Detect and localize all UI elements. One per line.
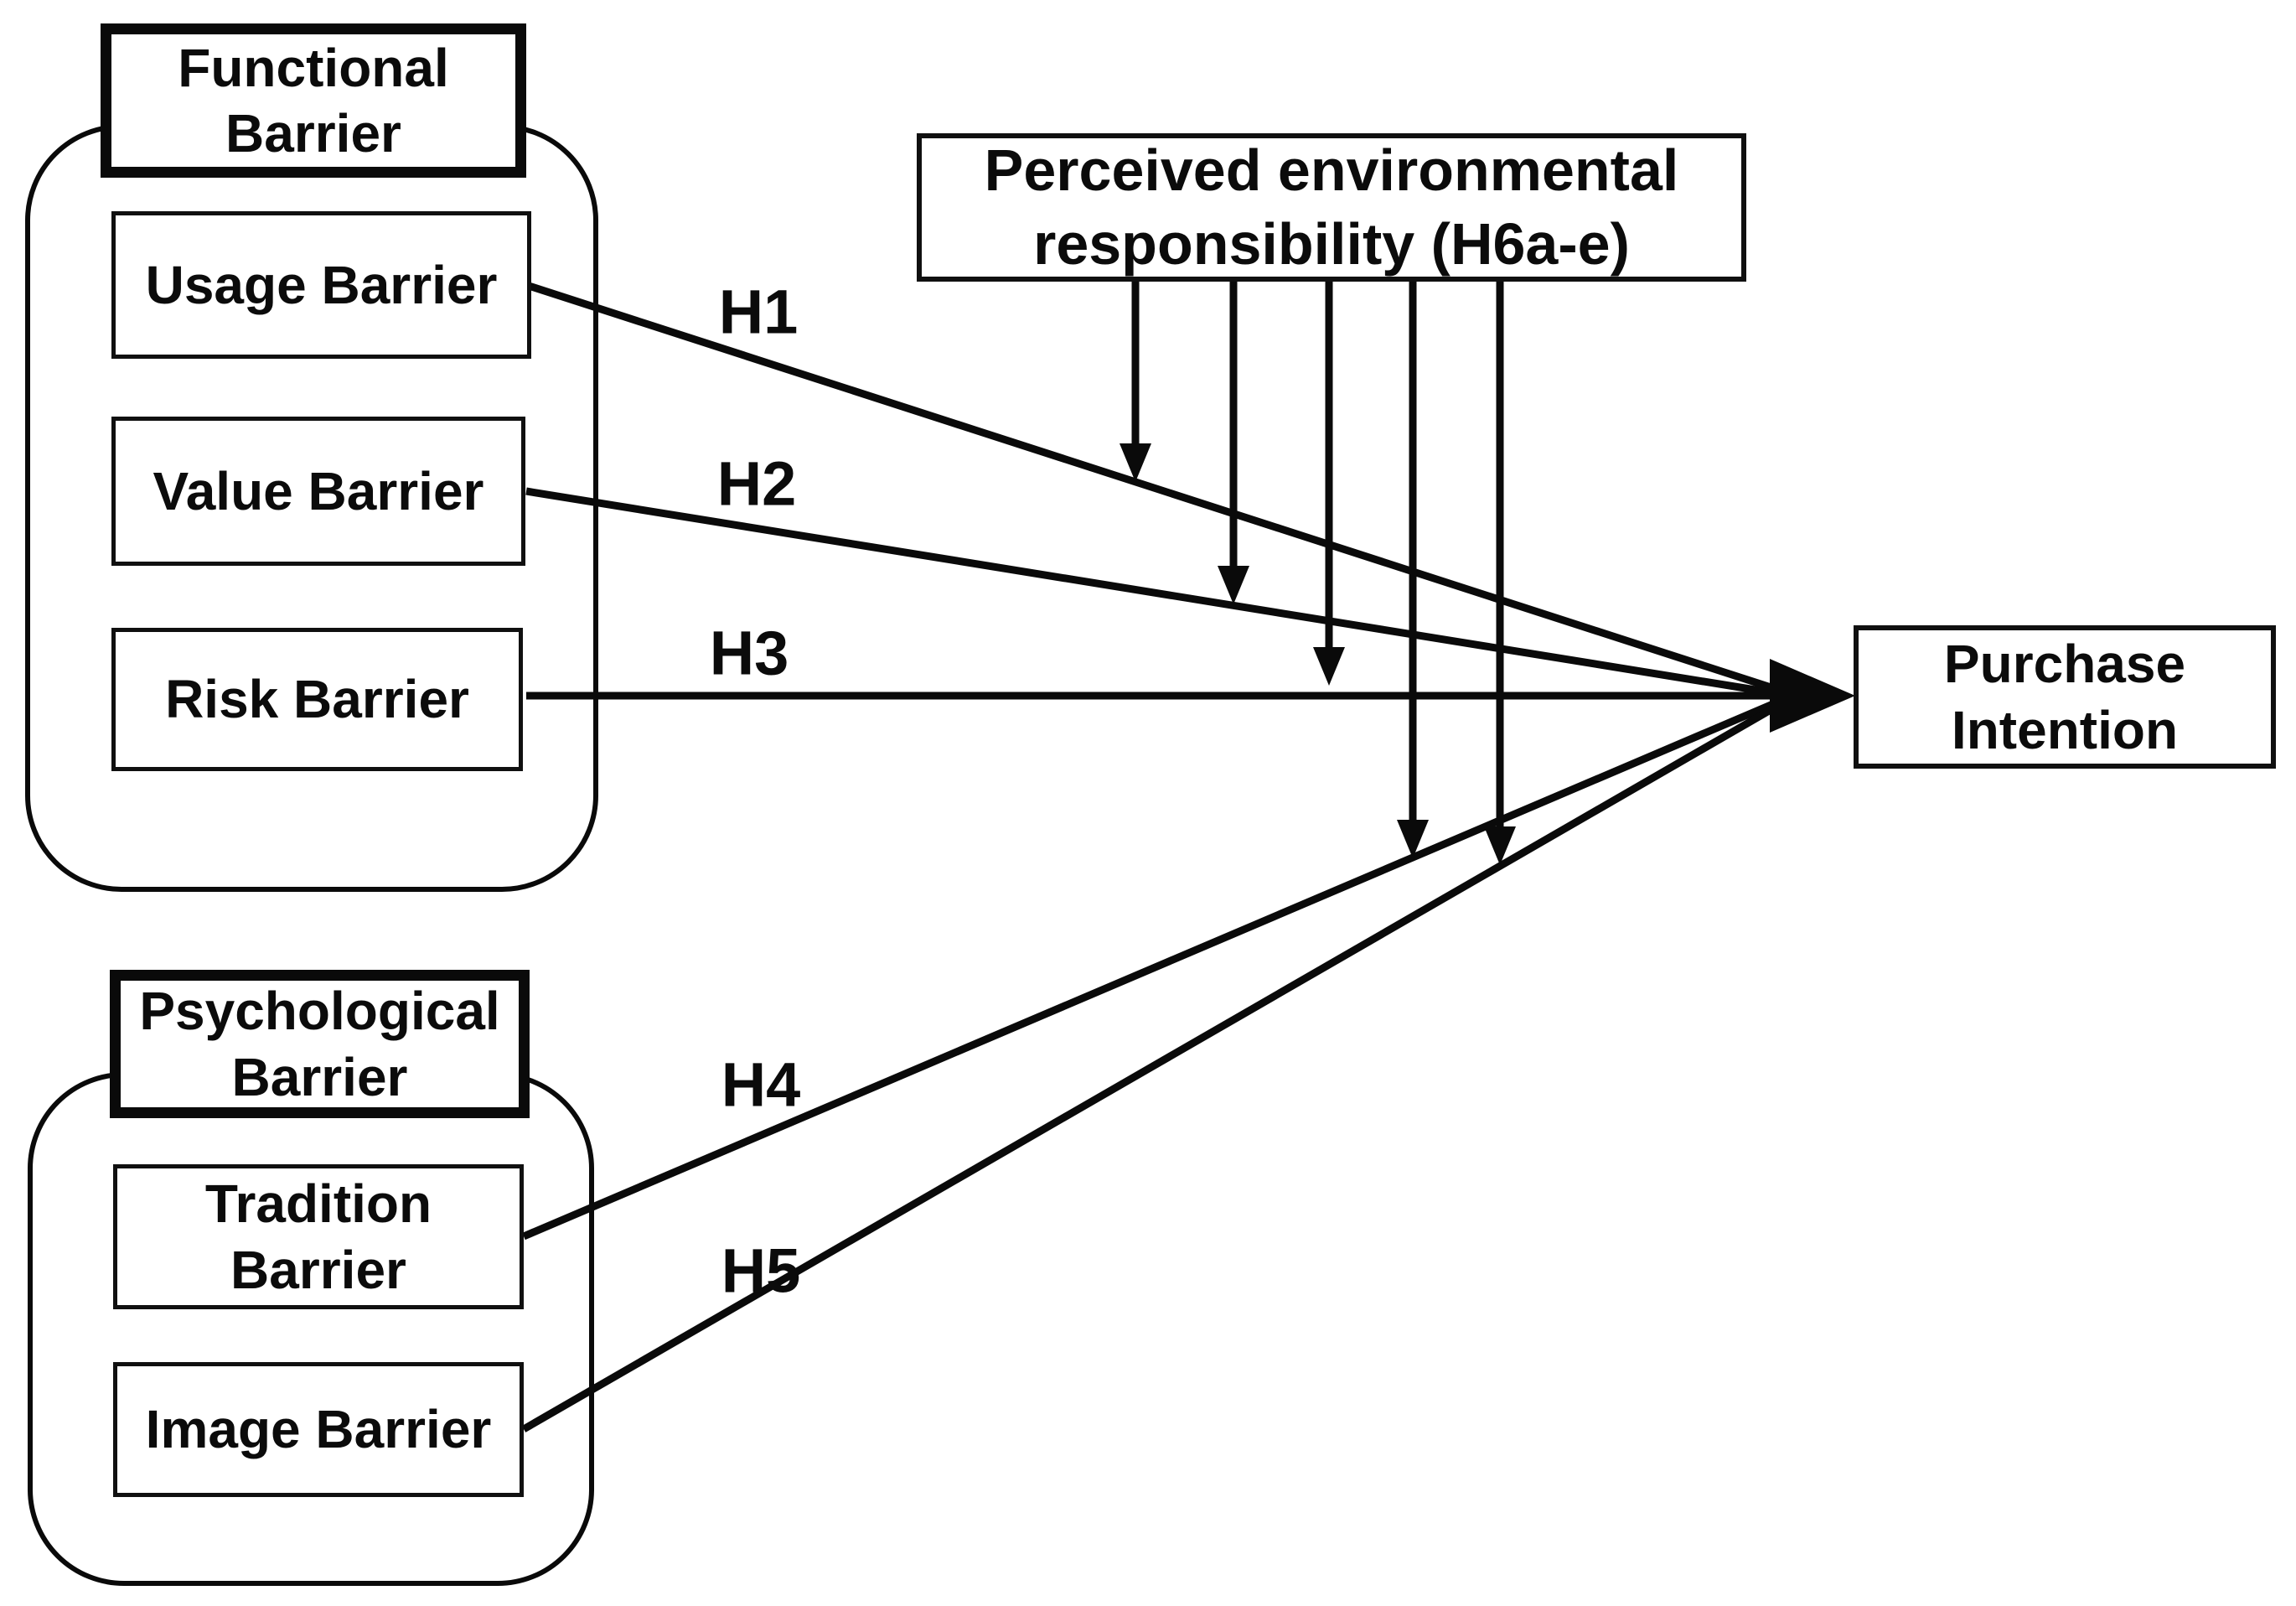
path-label-h2: H2 bbox=[716, 448, 797, 519]
value-barrier-box: Value Barrier bbox=[111, 417, 525, 566]
value-barrier-label: Value Barrier bbox=[153, 460, 484, 521]
path-label-h1: H1 bbox=[718, 277, 799, 347]
moderator-box: Perceived environmental responsibility (… bbox=[917, 133, 1746, 282]
psychological-barrier-title: Psychological Barrier bbox=[139, 981, 500, 1107]
moderation-arrow-h6a bbox=[1120, 282, 1151, 482]
h1-path-line bbox=[525, 281, 1788, 697]
moderation-arrow-h6b bbox=[1218, 282, 1249, 604]
path-label-h4: H4 bbox=[721, 1049, 801, 1120]
tradition-barrier-label: Tradition Barrier bbox=[204, 1173, 432, 1300]
convergence-arrowhead-icon bbox=[1770, 659, 1855, 733]
moderation-arrow-h6e bbox=[1484, 282, 1516, 865]
psychological-barrier-title-box: Psychological Barrier bbox=[110, 970, 530, 1118]
path-label-h3: H3 bbox=[709, 618, 789, 688]
image-barrier-box: Image Barrier bbox=[113, 1362, 524, 1497]
arrowhead-icon bbox=[1120, 443, 1151, 482]
h2-path-line bbox=[525, 487, 1787, 699]
image-barrier-label: Image Barrier bbox=[145, 1399, 492, 1460]
risk-barrier-box: Risk Barrier bbox=[111, 628, 523, 771]
usage-barrier-label: Usage Barrier bbox=[145, 254, 498, 315]
purchase-intention-label: Purchase Intention bbox=[1943, 634, 2186, 760]
arrowhead-icon bbox=[1484, 826, 1516, 865]
risk-barrier-label: Risk Barrier bbox=[165, 669, 469, 730]
moderation-arrow-h6d bbox=[1397, 282, 1429, 858]
h4-path-line bbox=[522, 694, 1788, 1241]
path-label-h5: H5 bbox=[721, 1236, 801, 1306]
functional-barrier-title: Functional Barrier bbox=[178, 37, 449, 163]
moderator-label: Perceived environmental responsibility (… bbox=[984, 137, 1679, 277]
usage-barrier-box: Usage Barrier bbox=[111, 211, 531, 359]
arrowhead-icon bbox=[1218, 566, 1249, 604]
moderation-arrow-h6c bbox=[1313, 282, 1345, 686]
arrowhead-icon bbox=[1397, 820, 1429, 858]
h5-path-line bbox=[521, 697, 1789, 1432]
arrowhead-icon bbox=[1313, 647, 1345, 686]
purchase-intention-box: Purchase Intention bbox=[1854, 625, 2276, 769]
functional-barrier-title-box: Functional Barrier bbox=[101, 23, 526, 178]
tradition-barrier-box: Tradition Barrier bbox=[113, 1164, 524, 1309]
